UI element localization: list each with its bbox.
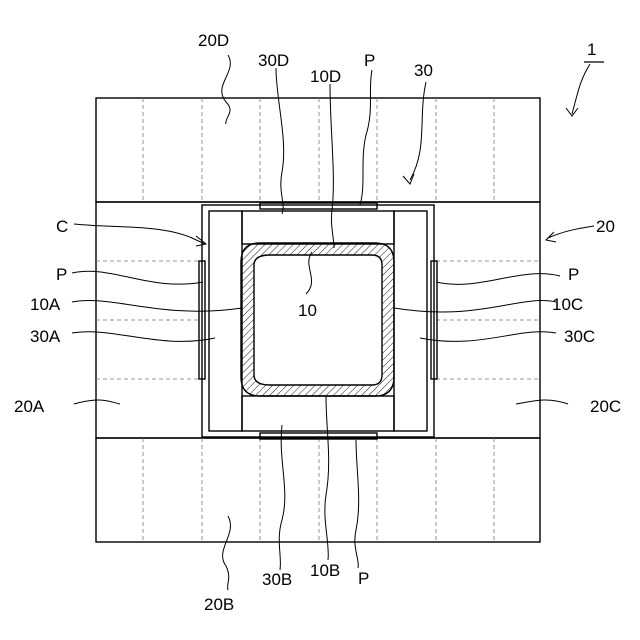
block-20B xyxy=(96,438,540,542)
label-30C: 30C xyxy=(564,327,595,346)
label-P-top: P xyxy=(364,51,375,70)
label-30B: 30B xyxy=(262,570,292,589)
label-10: 10 xyxy=(298,301,317,320)
dashed-guides xyxy=(96,98,540,542)
block-20D xyxy=(96,98,540,202)
label-10D: 10D xyxy=(310,67,341,86)
leader-lines xyxy=(72,55,594,590)
label-10B: 10B xyxy=(310,561,340,580)
label-20B: 20B xyxy=(204,595,234,614)
label-fig-ref: 1 xyxy=(587,40,596,59)
pads-p xyxy=(199,203,437,439)
label-10C: 10C xyxy=(552,295,583,314)
label-20C: 20C xyxy=(590,397,621,416)
piece-30C xyxy=(394,211,427,431)
label-C: C xyxy=(56,217,68,236)
label-20: 20 xyxy=(596,217,615,236)
label-30A: 30A xyxy=(30,327,61,346)
label-20A: 20A xyxy=(14,397,45,416)
label-30D: 30D xyxy=(258,51,289,70)
piece-30A xyxy=(209,211,242,431)
label-P-left: P xyxy=(56,265,67,284)
element-10-tube xyxy=(241,243,394,396)
label-20D: 20D xyxy=(198,31,229,50)
label-30: 30 xyxy=(414,61,433,80)
piece-30D xyxy=(242,211,394,244)
frame-c xyxy=(202,205,434,437)
label-P-right: P xyxy=(568,265,579,284)
label-P-bottom: P xyxy=(358,569,369,588)
pad-top xyxy=(260,203,377,209)
label-10A: 10A xyxy=(30,295,61,314)
reference-labels: 1 20D 30D 10D P 30 C 20 P P 10A 10 10C 3… xyxy=(14,31,621,614)
piece-30B xyxy=(242,396,394,431)
